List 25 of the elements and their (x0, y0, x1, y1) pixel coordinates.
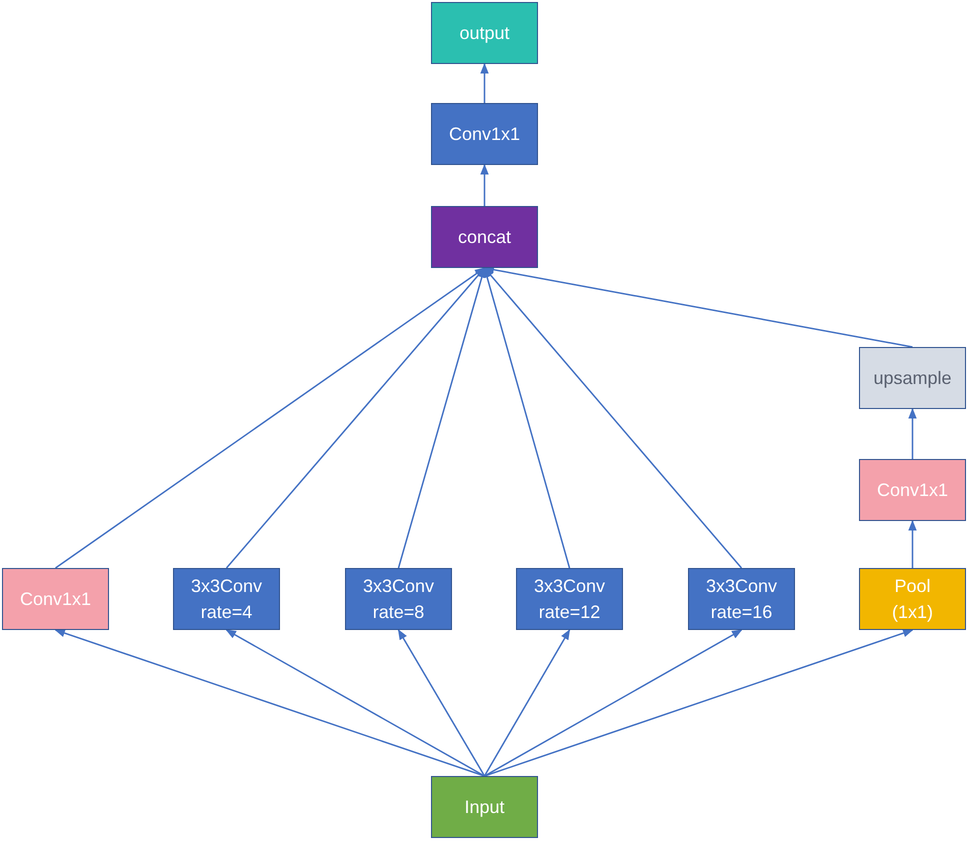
conv-box: Conv1x1 (431, 103, 538, 165)
arrow (484, 629, 570, 776)
arrow (480, 62, 489, 103)
arrow (55, 267, 486, 569)
conv-box: Conv1x1 (2, 568, 109, 630)
arrow (480, 164, 489, 206)
upsample-box: upsample (859, 347, 966, 409)
arrow (908, 520, 917, 568)
arrow (484, 629, 742, 777)
input-box: Input (431, 776, 538, 838)
conv-box: 3x3Conv rate=8 (345, 568, 452, 630)
arrow (484, 267, 742, 568)
conv-box: 3x3Conv rate=16 (688, 568, 795, 630)
conv-box: Conv1x1 (859, 459, 966, 521)
arrow (483, 266, 913, 348)
arrow (484, 629, 914, 777)
conv-box: 3x3Conv rate=4 (173, 568, 280, 630)
arrow (54, 629, 485, 777)
output-box: output (431, 2, 538, 64)
arrow (226, 629, 485, 777)
pool-box: Pool (1x1) (859, 568, 966, 630)
concat-box: concat (431, 206, 538, 268)
arrow (908, 408, 917, 459)
arrow (398, 629, 486, 776)
conv-box: 3x3Conv rate=12 (516, 568, 623, 630)
